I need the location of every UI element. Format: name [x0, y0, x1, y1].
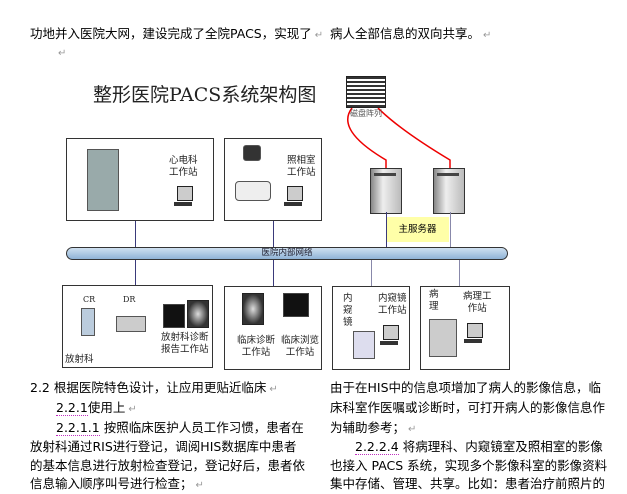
link-line [459, 260, 460, 286]
text-line: 的基本信息进行放射检查登记，登记好后，患者依 [30, 458, 306, 473]
camera-icon [243, 145, 261, 161]
ecg-machine-icon [87, 149, 119, 211]
endoscopy-dept-label: 内 窥 镜 [343, 293, 353, 328]
computer-icon [284, 186, 303, 206]
red-link [347, 107, 387, 168]
radiology-box: CR DR 放射科诊断 报告工作站 放射科 [62, 285, 213, 368]
link-line [135, 221, 136, 247]
server-icon [433, 168, 465, 214]
text-line: 放射科通过RIS进行登记，调阅HIS数据库中患者 [30, 439, 297, 454]
endoscopy-box: 内 窥 镜 内窥镜 工作站 [332, 286, 410, 370]
endoscope-icon [353, 331, 375, 359]
disk-array-icon [346, 76, 386, 108]
link-line [386, 212, 387, 247]
red-link [377, 107, 451, 168]
xray-monitor-icon [242, 293, 264, 325]
text-line: 由于在HIS中的信息项增加了病人的影像信息，临 [330, 380, 602, 395]
paragraph-mark: ↵ [58, 48, 67, 59]
text-line: 病人全部信息的双向共享。↵ [330, 26, 492, 41]
pathology-ws-label: 病理工 作站 [463, 291, 492, 314]
ecg-label: 心电科 工作站 [169, 155, 198, 178]
diagram-title: 整形医院PACS系统架构图 [93, 84, 317, 106]
link-line [135, 260, 136, 285]
computer-icon [380, 325, 399, 345]
text-line: 功地并入医院大网，建设完成了全院PACS，实现了↵ [30, 26, 324, 41]
scanner-icon [235, 181, 271, 201]
link-line [371, 260, 372, 286]
xray-monitor-icon [187, 300, 209, 328]
pathology-device-icon [429, 319, 457, 357]
text-line: 集中存储、管理、共享。比如：患者治疗前照片的 [330, 476, 606, 491]
text-line: 也接入 PACS 系统，实现多个影像科室的影像资料 [330, 458, 608, 473]
link-line [273, 260, 274, 286]
text-line: 2.2.2.4 将病理科、内窥镜室及照相室的影像 [355, 439, 603, 455]
hospital-network-bus: 医院内部网络 [66, 247, 508, 260]
radiology-dept-label: 放射科 [65, 354, 94, 365]
pathology-box: 病 理 病理工 作站 [420, 286, 510, 370]
heading-2-2: 2.2 根据医院特色设计，让应用更贴近临床↵ [30, 380, 278, 395]
dr-label: DR [123, 295, 136, 304]
photo-box: 照相室 工作站 [224, 138, 322, 221]
text-line: 床科室作医嘱或诊断时，可打开病人的影像信息作 [330, 400, 606, 415]
cr-device-icon [81, 308, 95, 336]
clinical-box: 临床诊断 工作站 临床浏览 工作站 [224, 286, 322, 370]
main-server-label: 主服务器 [386, 217, 449, 242]
link-line [273, 221, 274, 247]
disk-array-label: 磁盘阵列 [350, 109, 382, 118]
heading-2-2-1: 2.2.1使用上↵ [56, 400, 137, 416]
link-line [450, 212, 451, 247]
pathology-dept-label: 病 理 [429, 289, 439, 312]
endoscopy-ws-label: 内窥镜 工作站 [378, 293, 407, 316]
monitor-icon [163, 304, 185, 328]
ecg-box: 心电科 工作站 [66, 138, 214, 221]
text-line: 2.2.1.1 按照临床医护人员工作习惯，患者在 [56, 420, 304, 436]
computer-icon [464, 323, 483, 343]
radiology-ws-label: 放射科诊断 报告工作站 [161, 332, 209, 355]
computer-icon [174, 186, 193, 206]
clinical-diag-label: 临床诊断 工作站 [237, 335, 276, 358]
clinical-browse-label: 临床浏览 工作站 [281, 335, 320, 358]
dr-device-icon [116, 316, 146, 332]
server-icon [370, 168, 402, 214]
cr-label: CR [83, 295, 96, 304]
photo-label: 照相室 工作站 [287, 155, 316, 178]
text-line: 为辅助参考；↵ [330, 420, 417, 435]
monitor-icon [283, 293, 309, 317]
text-line: 信息输入顺序叫号进行检查；↵ [30, 476, 204, 491]
